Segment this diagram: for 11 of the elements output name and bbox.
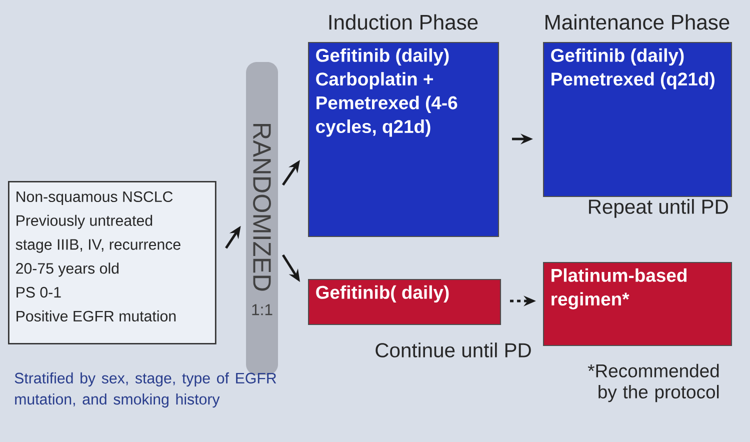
treatment-box: Gefitinib (daily) Carboplatin + Pemetrexed (4-6 cycles, q21d) [308, 42, 500, 237]
treatment-box: Platinum-based regimen* [543, 262, 732, 346]
status-note: Repeat until PD [589, 199, 728, 218]
status-note: Continue until PD [376, 342, 531, 358]
phase-heading: Induction Phase [329, 14, 478, 30]
treatment-box: Gefitinib (daily) Pemetrexed (q21d) [543, 42, 732, 198]
treatment-box: Gefitinib( daily) [308, 279, 502, 326]
note-text: *Recommended by the protocol [588, 364, 719, 402]
note-text: Stratified by sex, stage, type of EGFR mutation, and smoking history [14, 372, 276, 408]
phase-heading: Maintenance Phase [546, 14, 730, 30]
criteria-box: Non-squamous NSCLC Previously untreated stage IIIB, IV, recurrence 20-75 years old PS 0-1 Positive EGFR mutation [8, 181, 216, 344]
